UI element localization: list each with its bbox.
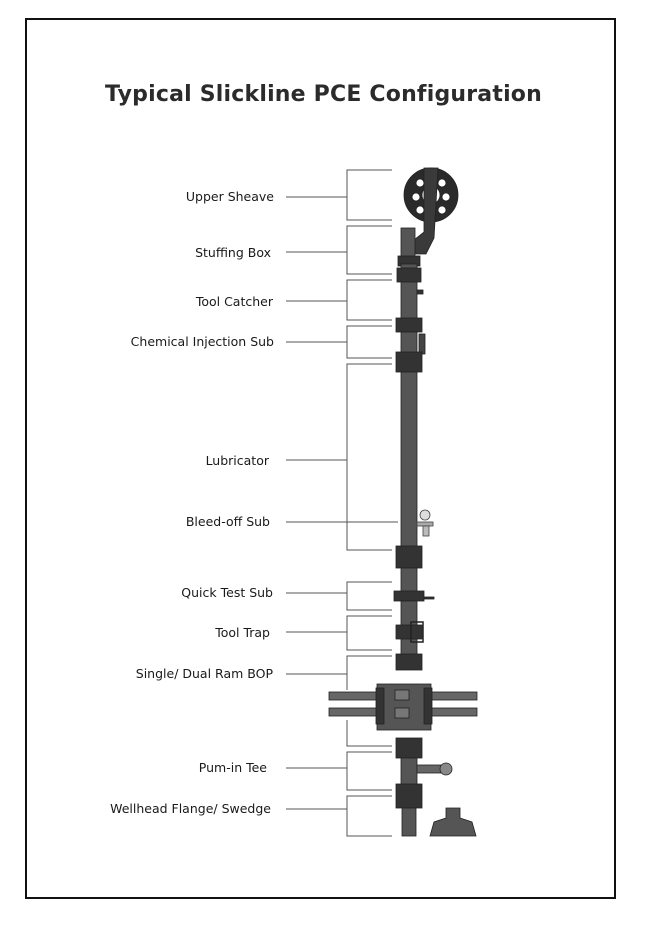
label-bleed-off-sub: Bleed-off Sub (185, 514, 270, 529)
label-chemical-injection-sub: Chemical Injection Sub (130, 334, 274, 349)
label-ram-bop: Single/ Dual Ram BOP (135, 666, 273, 681)
diagram-title: Typical Slickline PCE Configuration (105, 82, 542, 107)
label-stuffing-box: Stuffing Box (195, 245, 271, 260)
tool-trap (395, 624, 423, 640)
label-quick-test-sub: Quick Test Sub (181, 585, 273, 600)
label-tool-trap: Tool Trap (215, 625, 270, 640)
wellhead-swedge (401, 807, 417, 837)
pce-stack (328, 167, 478, 837)
lubricator (400, 371, 418, 548)
leader-lines (286, 196, 398, 810)
sheave-bracket (413, 167, 439, 255)
chemical-injection-sub (400, 331, 418, 355)
wellhead-flange (429, 807, 477, 837)
brackets (346, 169, 392, 837)
quick-test-sub (393, 590, 425, 602)
diagram-frame (25, 18, 616, 899)
label-upper-sheave: Upper Sheave (185, 189, 274, 204)
pump-in-tee (400, 757, 418, 789)
label-pump-in-tee: Pum-in Tee (198, 760, 267, 775)
label-tool-catcher: Tool Catcher (195, 294, 273, 309)
label-lubricator: Lubricator (205, 453, 269, 468)
stuffing-box (400, 227, 416, 259)
bleed-off-gauge (419, 509, 431, 521)
label-wellhead-flange: Wellhead Flange/ Swedge (110, 801, 271, 816)
